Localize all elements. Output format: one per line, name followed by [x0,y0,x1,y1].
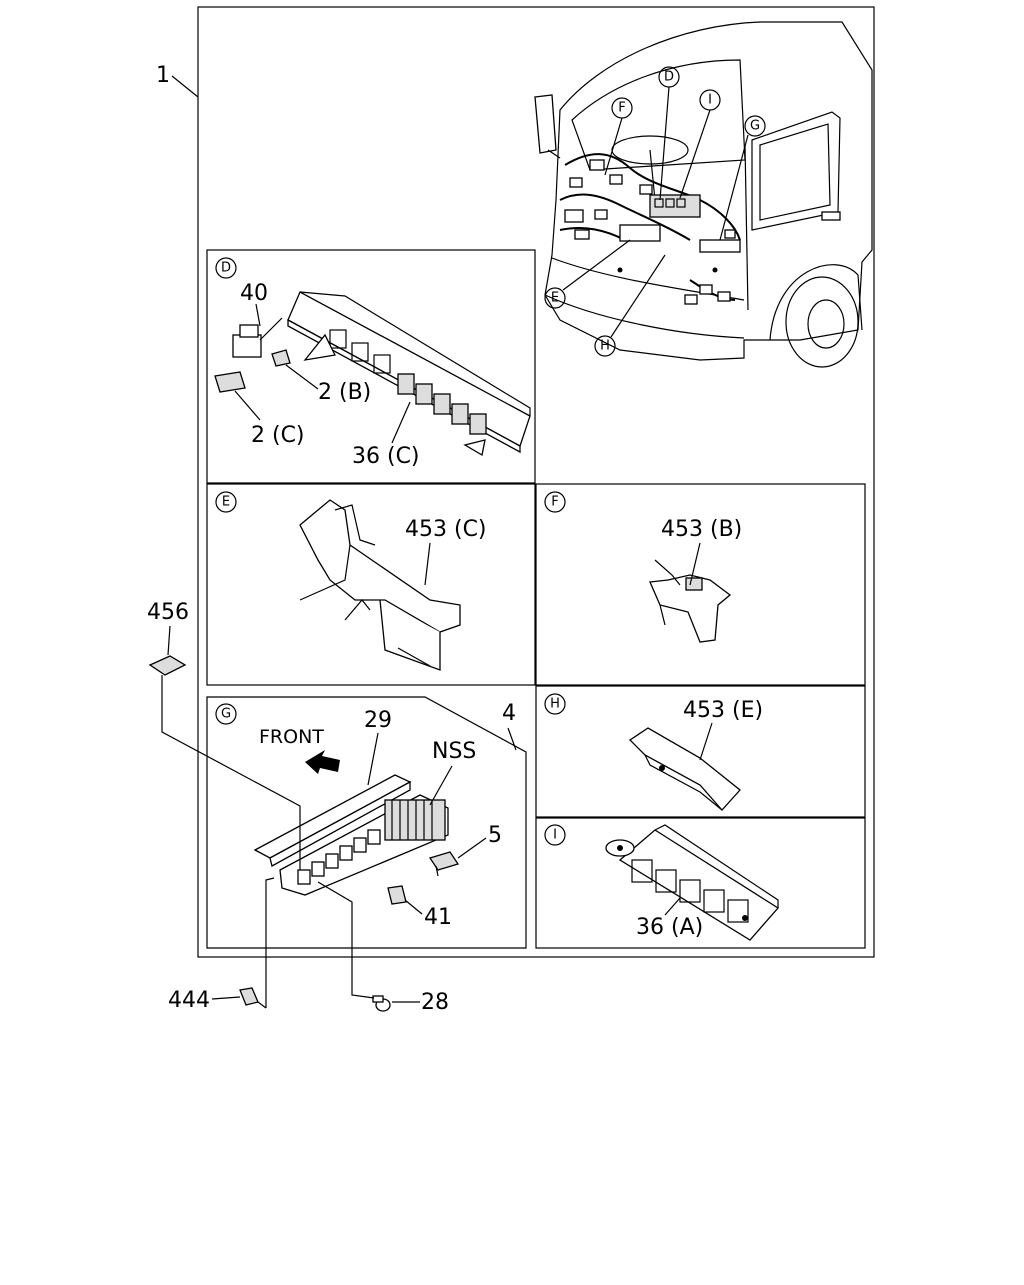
panel-h-marker [544,693,566,715]
bracket-453b [649,559,732,643]
panel-g: G FRONT 4 29 NSS [206,696,527,949]
door-handle [821,211,841,221]
pad-456-leader [161,675,301,870]
relay-box-36a [605,824,779,941]
mirror [534,94,557,154]
clip-444 [239,987,259,1006]
bracket-29 [253,774,412,867]
panel-e: E 453 (C) [206,483,536,686]
panel-i: I 36 (A) [535,817,866,949]
panel-g-marker [215,703,237,725]
svg-text:D: D [664,70,674,85]
callout-28-label: 28 [421,990,449,1015]
label-453e: 453 (E) [683,698,763,723]
callout-444-label: 444 [168,988,210,1013]
panel-f-frame [535,483,866,686]
fuse-2c [214,371,246,393]
panel-h-frame [535,685,866,818]
cab-outline [544,21,873,361]
bracket-453e [628,727,741,811]
svg-text:F: F [618,101,625,116]
cab-marker-e [544,287,566,309]
panel-e-letter: E [222,495,230,510]
front-wheel [785,276,859,368]
panel-g-frame [206,696,527,949]
panel-d-marker [215,257,237,279]
cab-view: D I F G E H [534,21,873,368]
panel-i-letter: I [553,828,557,843]
svg-text:H: H [600,339,610,354]
relay-box-36c [287,291,531,447]
cab-marker-g [744,115,766,137]
front-arrow-icon [305,750,340,774]
panel-f-marker [544,491,566,513]
callout-1-leader [171,75,199,98]
bolt-28 [372,995,391,1012]
label-29: 29 [364,708,392,733]
panel-i-marker [544,824,566,846]
label-453b: 453 (B) [661,517,742,542]
dash-harness [559,153,741,305]
wheel-arch [769,264,863,341]
door-window [751,111,841,231]
label-nss: NSS [432,739,476,764]
pad-456 [148,655,187,676]
panel-i-frame [535,817,866,949]
relay-block-cab [619,224,661,242]
panel-d-letter: D [221,261,231,276]
label-5: 5 [488,823,502,848]
svg-text:I: I [708,93,712,108]
nss-block [384,799,446,841]
junction-block [279,794,449,896]
svg-text:E: E [551,291,559,306]
fuse-41 [387,885,407,905]
panel-d-frame [206,249,536,484]
fuse-5 [428,851,460,877]
panel-g-letter: G [221,707,231,722]
cab-markers: D I F G E H [544,66,766,357]
label-40: 40 [240,281,268,306]
label-2c: 2 (C) [251,423,305,448]
panel-e-frame [206,483,536,686]
panel-h-letter: H [550,697,560,712]
label-36a: 36 (A) [636,915,703,940]
windshield [571,59,746,171]
panel-e-marker [215,491,237,513]
panel-d: D 40 2 (B) 2 (C) [206,249,536,484]
label-453c: 453 (C) [405,517,487,542]
cab-marker-h [594,335,616,357]
relay-40 [232,317,283,358]
callout-4-label: 4 [502,701,516,726]
label-2b: 2 (B) [318,380,371,405]
svg-text:G: G [750,119,760,134]
bracket-453c [299,499,461,671]
outer-frame [197,6,875,958]
callout-456-label: 456 [147,600,189,625]
fuse-box-cab [649,194,701,218]
front-direction-text: FRONT [259,726,324,748]
fuse-2b [271,349,291,367]
panel-h: H 453 (E) [535,685,866,818]
panel-f: F 453 (B) [535,483,866,686]
label-36c: 36 (C) [352,444,420,469]
panel-f-letter: F [551,495,558,510]
label-41: 41 [424,905,452,930]
callout-1-label: 1 [156,63,170,88]
